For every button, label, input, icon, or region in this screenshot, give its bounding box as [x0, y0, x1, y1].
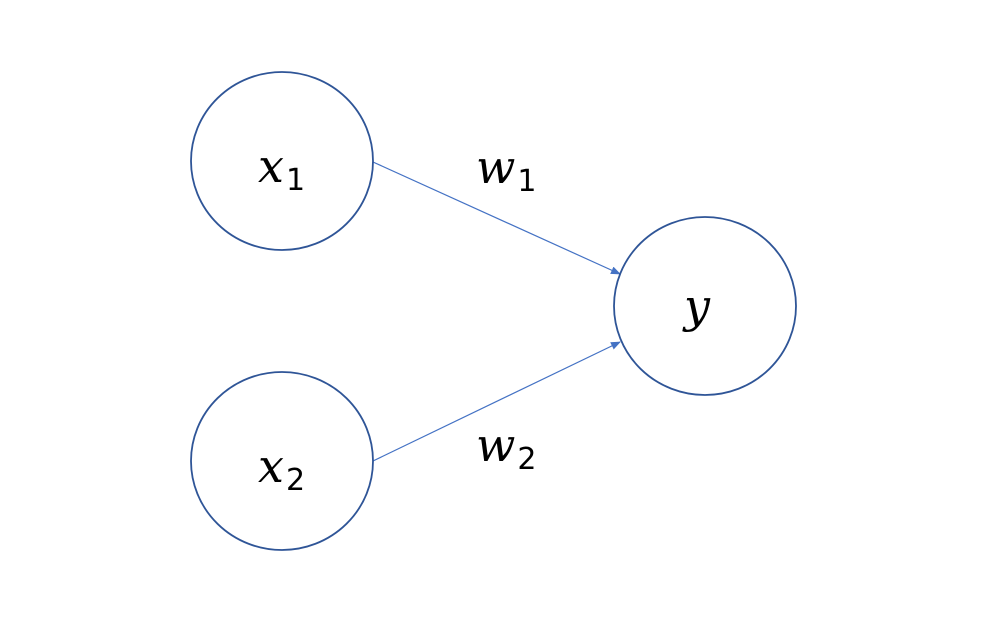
node-x2-subscript: 2 [286, 463, 305, 498]
node-x1-circle [190, 71, 374, 251]
edge-x1-to-y [372, 161, 621, 275]
node-y: y [613, 216, 797, 396]
node-x1-subscript: 1 [286, 163, 305, 198]
weight-w1-subscript: 1 [517, 164, 536, 199]
weight-w1-label: w1 [476, 140, 536, 199]
node-y-label: y [682, 279, 711, 333]
node-y-circle [613, 216, 797, 396]
weight-w1-symbol: w [476, 140, 515, 194]
weight-w2-symbol: w [476, 418, 515, 472]
node-x2-label: x2 [258, 439, 305, 498]
node-x1: x1 [190, 71, 374, 251]
node-x2-circle [190, 371, 374, 551]
edge-x2-to-y [372, 341, 621, 462]
weight-w2-label: w2 [476, 418, 536, 477]
weight-w2-subscript: 2 [517, 442, 536, 477]
node-x1-symbol: x [258, 139, 284, 193]
node-x2-symbol: x [258, 439, 284, 493]
node-x2: x2 [190, 371, 374, 551]
node-x1-label: x1 [258, 139, 305, 198]
node-y-symbol: y [682, 279, 711, 333]
